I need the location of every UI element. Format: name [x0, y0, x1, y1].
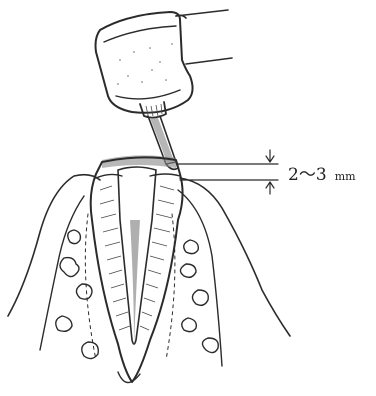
measure-value: 2～3: [288, 165, 327, 185]
dimension-arrows-icon: [178, 150, 278, 194]
tooth-icon: [91, 155, 183, 382]
measure-unit: mm: [335, 170, 356, 183]
measure-label: 2～3 mm: [288, 165, 356, 185]
handpiece-head-icon: [96, 10, 233, 118]
